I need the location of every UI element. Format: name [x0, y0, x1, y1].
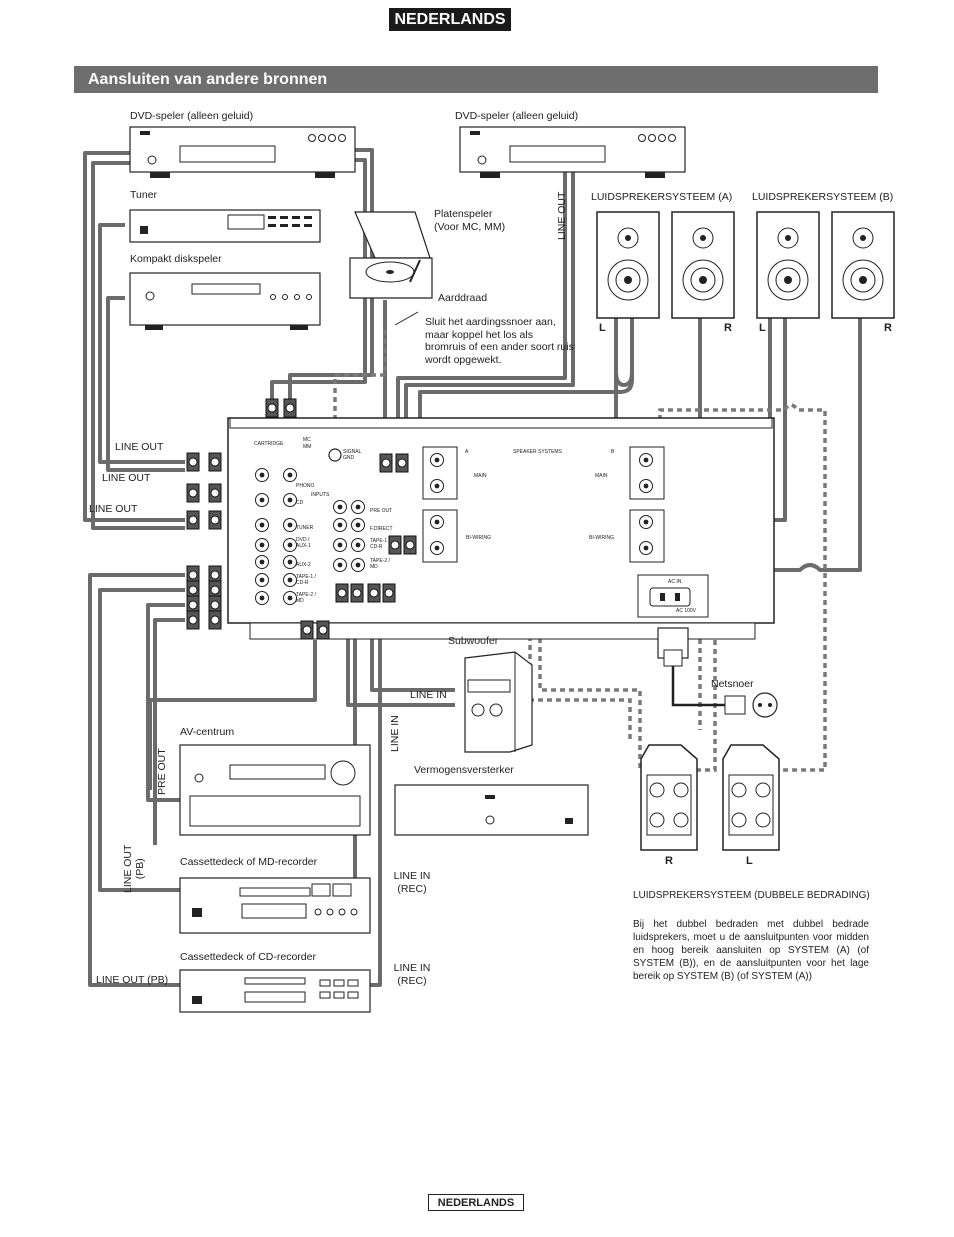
- biwire-left-channel: L: [746, 855, 753, 867]
- ac-inlet: [637, 574, 709, 618]
- panel-mc: MC: [303, 437, 311, 443]
- speaker-a-right-channel: R: [724, 322, 732, 334]
- panel-b-marker: B: [611, 449, 615, 455]
- panel-aux2: AUX-2: [296, 562, 311, 568]
- line-out-label-1: LINE OUT: [115, 441, 164, 453]
- panel-a-marker: A: [465, 449, 469, 455]
- cd-player-device: [129, 272, 321, 330]
- section-title: Aansluiten van andere bronnen: [74, 66, 878, 93]
- panel-tape2: TAPE-2 / MD: [296, 592, 316, 604]
- panel-cd: CD: [296, 500, 304, 506]
- biwire-note-body: Bij het dubbel bedraden met dubbel bedra…: [633, 919, 869, 982]
- power-amp-label: Vermogensversterker: [414, 764, 514, 776]
- turntable-device: [349, 211, 433, 299]
- dvd-left-label: DVD-speler (alleen geluid): [130, 110, 254, 122]
- dvd-player-right: [459, 126, 686, 178]
- speaker-b-left-channel: L: [759, 322, 766, 334]
- mains-cord-label: Netsnoer: [711, 678, 754, 690]
- biwire-right-channel: R: [665, 855, 673, 867]
- panel-cartridge: CARTRIDGE: [254, 441, 284, 447]
- line-in-rec-2-label: LINE IN (REC): [393, 962, 431, 987]
- panel-biwiring-right: BI-WIRING: [589, 535, 614, 541]
- cd-player-label: Kompakt diskspeler: [130, 253, 222, 265]
- panel-ac-in: AC IN: [668, 579, 682, 585]
- panel-main-left: MAIN: [474, 473, 487, 479]
- speaker-system-a: [596, 211, 735, 319]
- speaker-terminals: [422, 446, 665, 563]
- line-in-rec-1-label: LINE IN (REC): [393, 870, 431, 895]
- line-out-label-3: LINE OUT: [89, 503, 138, 515]
- av-center-device: [179, 744, 371, 836]
- speaker-system-b: [756, 211, 895, 319]
- panel-tuner: TUNER: [296, 525, 314, 531]
- speaker-a-left-channel: L: [599, 322, 606, 334]
- speaker-b-label: LUIDSPREKERSYSTEEM (B): [752, 191, 894, 203]
- line-out-pb-side-label: LINE OUT (PB): [122, 844, 146, 893]
- panel-tape1: TAPE-1 / CD-R: [296, 574, 316, 586]
- subwoofer-label: Subwoofer: [448, 635, 499, 647]
- ground-note: Sluit het aardingssnoer aan, maar koppel…: [425, 316, 574, 366]
- line-in-sub-label: LINE IN: [410, 689, 447, 701]
- pre-out-label: PRE OUT: [156, 748, 168, 795]
- speaker-b-right-channel: R: [884, 322, 892, 334]
- panel-speaker-systems: SPEAKER SYSTEMS: [513, 449, 562, 455]
- dvd-player-left: [129, 126, 356, 178]
- panel-dvd-aux1: DVD / AUX-1: [296, 537, 311, 549]
- panel-tape2-small: TAPE-2 / MD: [370, 558, 390, 570]
- language-badge-bottom: NEDERLANDS: [428, 1194, 524, 1211]
- line-out-dvd-label: LINE OUT: [556, 191, 568, 240]
- dvd-right-label: DVD-speler (alleen geluid): [455, 110, 579, 122]
- cd-recorder-device: [179, 969, 371, 1013]
- line-in-amp-label: LINE IN: [389, 715, 401, 752]
- ground-label: Aarddraad: [438, 292, 488, 304]
- line-out-pb-bottom-label: LINE OUT (PB): [96, 974, 169, 986]
- panel-phono: PHONO: [296, 483, 315, 489]
- turntable-label: Platenspeler (Voor MC, MM): [434, 208, 506, 233]
- panel-inputs: INPUTS: [311, 492, 330, 498]
- biwire-note-title: LUIDSPREKERSYSTEEM (DUBBELE BEDRADING): [633, 890, 870, 901]
- signal-gnd-terminal: [328, 448, 342, 462]
- language-badge-top: NEDERLANDS: [389, 8, 511, 31]
- tuner-device: [129, 209, 321, 243]
- power-amplifier-device: [394, 784, 589, 836]
- line-out-label-2: LINE OUT: [102, 472, 151, 484]
- speaker-a-label: LUIDSPREKERSYSTEEM (A): [591, 191, 733, 203]
- av-center-label: AV-centrum: [180, 726, 235, 738]
- tuner-label: Tuner: [130, 189, 158, 201]
- panel-mm: MM: [303, 444, 312, 450]
- mains-cord-graphic: [657, 627, 778, 718]
- panel-main-right: MAIN: [595, 473, 608, 479]
- biwire-speakers: [640, 744, 780, 851]
- md-recorder-device: [179, 877, 371, 934]
- cd-deck-label: Cassettedeck of CD-recorder: [180, 951, 316, 963]
- panel-biwiring-left: BI-WIRING: [466, 535, 491, 541]
- panel-f-direct: F.DIRECT: [370, 526, 393, 532]
- panel-tape1-small: TAPE-1 / CD-R: [370, 538, 390, 550]
- md-deck-label: Cassettedeck of MD-recorder: [180, 856, 318, 868]
- subwoofer-device: [464, 651, 533, 753]
- ground-arrow: [394, 311, 419, 326]
- panel-pre-out: PRE OUT: [370, 508, 393, 514]
- panel-signal-gnd: SIGNAL GND: [343, 449, 362, 461]
- panel-voltage: AC 100V: [676, 608, 697, 614]
- amplifier-rear-panel: [227, 417, 775, 640]
